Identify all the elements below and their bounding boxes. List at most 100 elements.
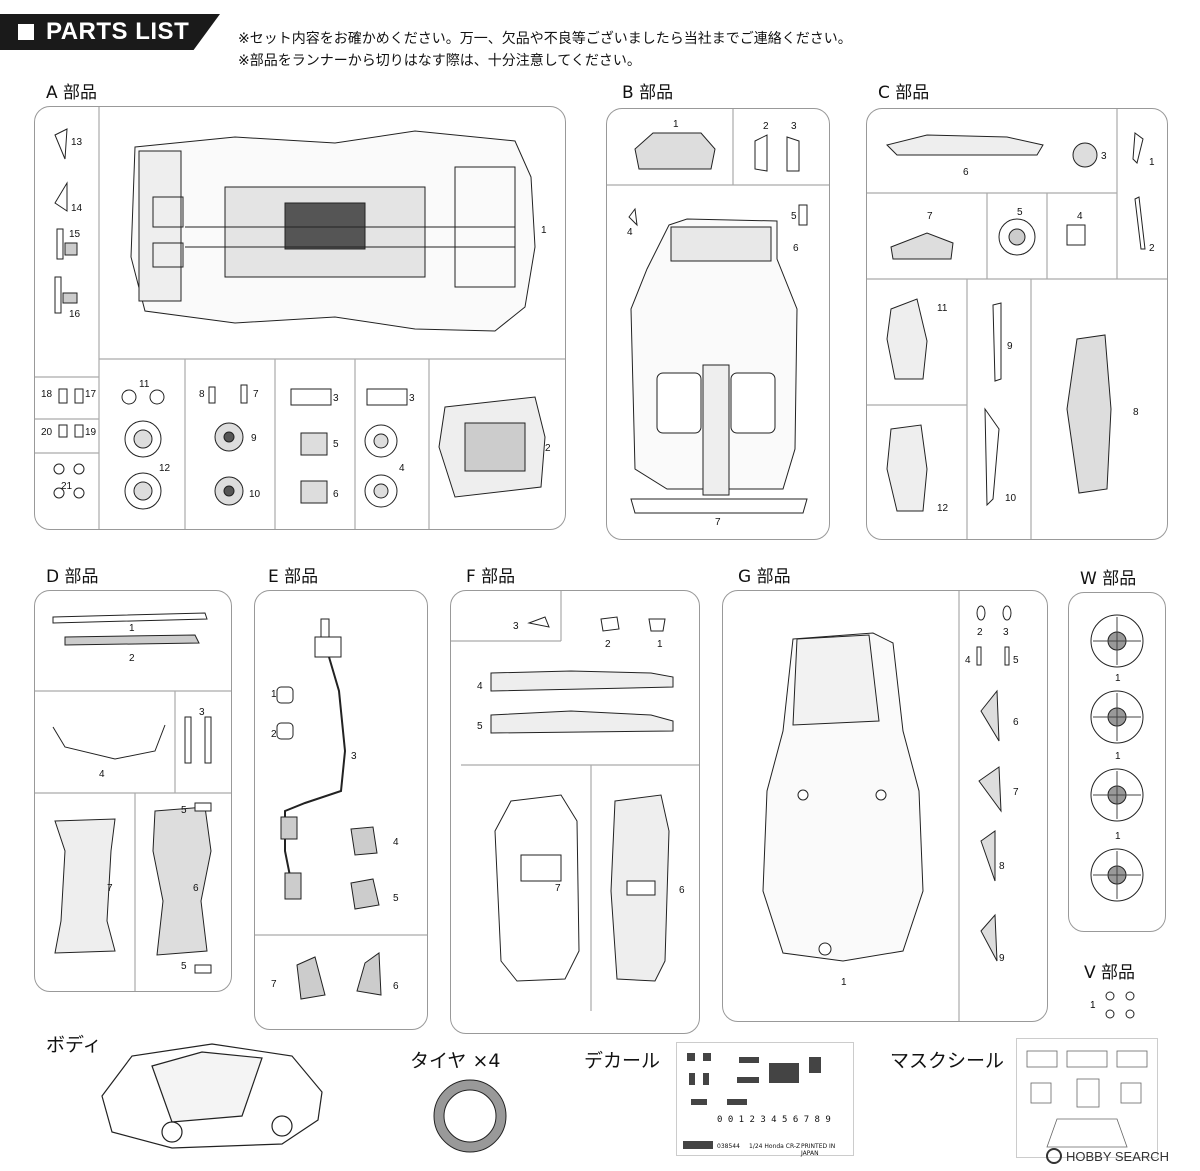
decal-printed: PRINTED IN JAPAN: [801, 1143, 836, 1157]
svg-text:1: 1: [1115, 831, 1121, 842]
svg-text:5: 5: [1017, 207, 1023, 218]
hobby-search-watermark: HOBBY SEARCH: [1046, 1148, 1169, 1164]
runner-v: 1: [1088, 986, 1148, 1026]
runner-w-drawing: 111: [1090, 614, 1144, 902]
svg-text:1: 1: [673, 119, 679, 130]
svg-text:3: 3: [791, 121, 797, 132]
body-label: ボディ: [46, 1034, 102, 1056]
section-w-label: W 部品: [1080, 569, 1137, 589]
svg-text:4: 4: [965, 655, 971, 666]
svg-text:18: 18: [41, 389, 53, 400]
mask-label: マスクシール: [890, 1050, 1005, 1072]
note-line-1: ※セット内容をお確かめください。万一、欠品や不良等ございましたら当社までご連絡く…: [238, 31, 852, 47]
svg-text:6: 6: [793, 243, 799, 254]
section-a-label: A 部品: [46, 83, 98, 103]
svg-text:6: 6: [393, 981, 399, 992]
svg-text:2: 2: [271, 729, 277, 740]
svg-text:17: 17: [85, 389, 97, 400]
svg-text:8: 8: [999, 861, 1005, 872]
section-b-label: B 部品: [622, 83, 674, 103]
svg-text:2: 2: [763, 121, 769, 132]
svg-text:7: 7: [555, 883, 561, 894]
svg-text:3: 3: [333, 393, 339, 404]
svg-text:2: 2: [977, 627, 983, 638]
svg-text:5: 5: [181, 805, 187, 816]
svg-text:4: 4: [393, 837, 399, 848]
svg-text:12: 12: [159, 463, 171, 474]
svg-text:4: 4: [99, 769, 105, 780]
svg-text:4: 4: [477, 681, 483, 692]
svg-text:7: 7: [107, 883, 113, 894]
svg-text:6: 6: [193, 883, 199, 894]
svg-text:2: 2: [129, 653, 135, 664]
svg-text:14: 14: [71, 203, 83, 214]
svg-text:7: 7: [1013, 787, 1019, 798]
svg-text:5: 5: [791, 211, 797, 222]
svg-text:15: 15: [69, 229, 81, 240]
svg-text:2: 2: [1149, 243, 1155, 254]
decal-code: 038544: [717, 1143, 740, 1150]
section-f-label: F 部品: [466, 567, 516, 587]
svg-text:1: 1: [271, 689, 277, 700]
svg-text:7: 7: [271, 979, 277, 990]
svg-text:8: 8: [1133, 407, 1139, 418]
runner-v-drawing: 1: [1090, 991, 1135, 1019]
svg-text:4: 4: [399, 463, 405, 474]
decal-digits: 0 0 1 2 3 4 5 6 7 8 9: [717, 1115, 831, 1125]
svg-text:12: 12: [937, 503, 949, 514]
page-title: PARTS LIST: [46, 18, 190, 45]
svg-text:3: 3: [199, 707, 205, 718]
svg-text:9: 9: [1007, 341, 1013, 352]
svg-text:21: 21: [61, 481, 73, 492]
svg-text:5: 5: [1013, 655, 1019, 666]
mask-graphics: [1026, 1050, 1148, 1148]
runner-e: 1 2 3 4 5 7 6: [254, 590, 428, 1030]
section-c-label: C 部品: [878, 83, 930, 103]
svg-text:13: 13: [71, 137, 83, 148]
svg-text:7: 7: [253, 389, 259, 400]
svg-text:4: 4: [1077, 211, 1083, 222]
svg-text:6: 6: [1013, 717, 1019, 728]
svg-text:1: 1: [1115, 673, 1121, 684]
section-g-label: G 部品: [738, 567, 791, 587]
svg-text:19: 19: [85, 427, 97, 438]
svg-text:1: 1: [841, 977, 847, 988]
decal-graphics: [683, 1053, 821, 1149]
svg-text:2: 2: [605, 639, 611, 650]
svg-text:1: 1: [541, 225, 547, 236]
svg-text:3: 3: [513, 621, 519, 632]
svg-text:5: 5: [333, 439, 339, 450]
svg-text:11: 11: [139, 379, 150, 390]
svg-text:4: 4: [627, 227, 633, 238]
svg-text:5: 5: [393, 893, 399, 904]
svg-text:5: 5: [477, 721, 483, 732]
svg-text:3: 3: [351, 751, 357, 762]
svg-text:9: 9: [999, 953, 1005, 964]
square-bullet-icon: [18, 24, 34, 40]
svg-text:3: 3: [409, 393, 415, 404]
decal-sheet: 0 0 1 2 3 4 5 6 7 8 9 038544 1/24 Honda …: [676, 1042, 854, 1157]
body-drawing: [92, 1036, 332, 1156]
parts-list-banner: PARTS LIST: [0, 14, 220, 50]
header-notes: ※セット内容をお確かめください。万一、欠品や不良等ございましたら当社までご連絡く…: [238, 28, 852, 72]
svg-text:11: 11: [937, 303, 948, 314]
section-e-label: E 部品: [268, 567, 319, 587]
svg-text:1: 1: [129, 623, 135, 634]
svg-text:7: 7: [927, 211, 933, 222]
svg-text:9: 9: [251, 433, 257, 444]
decal-model: 1/24 Honda CR-Z: [749, 1143, 801, 1150]
section-d-label: D 部品: [46, 567, 99, 587]
tires-label: タイヤ ×4: [410, 1050, 501, 1072]
